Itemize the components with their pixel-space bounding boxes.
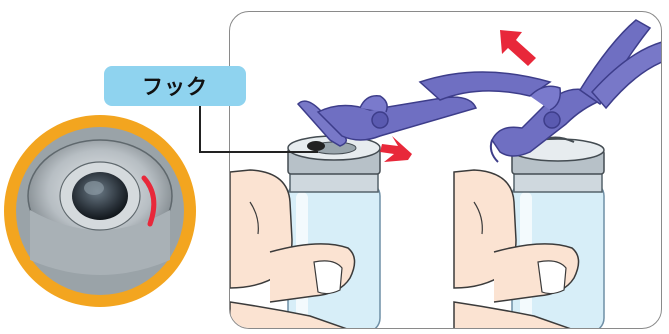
vial-top-closeup	[0, 0, 669, 334]
diagram: フック	[0, 0, 669, 334]
